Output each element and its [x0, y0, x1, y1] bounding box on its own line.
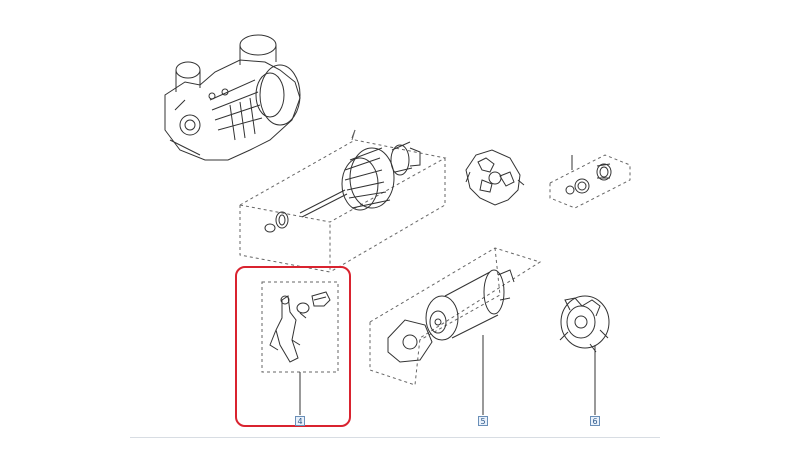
selection-highlight: [235, 266, 351, 427]
brush-holder[interactable]: [465, 149, 525, 206]
solenoid-assembly[interactable]: [369, 247, 542, 415]
solenoid-icon: [425, 269, 515, 341]
fork-pin-icon: [296, 302, 310, 319]
callout-part-5[interactable]: 5: [478, 416, 488, 426]
fork-lever-icon: [269, 295, 301, 363]
seal-plate-icon: [311, 291, 331, 307]
bushing-kit[interactable]: [549, 154, 631, 209]
solenoid-cover-icon: [387, 319, 433, 363]
drive-pinion[interactable]: [559, 295, 610, 415]
armature-icon: [299, 141, 421, 218]
bushing-icon: [275, 211, 289, 229]
starter-motor-assembly[interactable]: [164, 34, 301, 161]
armature-group[interactable]: [238, 129, 447, 273]
callout-part-4[interactable]: 4: [295, 416, 305, 426]
callout-part-6[interactable]: 6: [590, 416, 600, 426]
fork-lever-kit[interactable]: [261, 281, 339, 415]
baseline: [130, 437, 660, 438]
washer-icon: [264, 223, 276, 233]
